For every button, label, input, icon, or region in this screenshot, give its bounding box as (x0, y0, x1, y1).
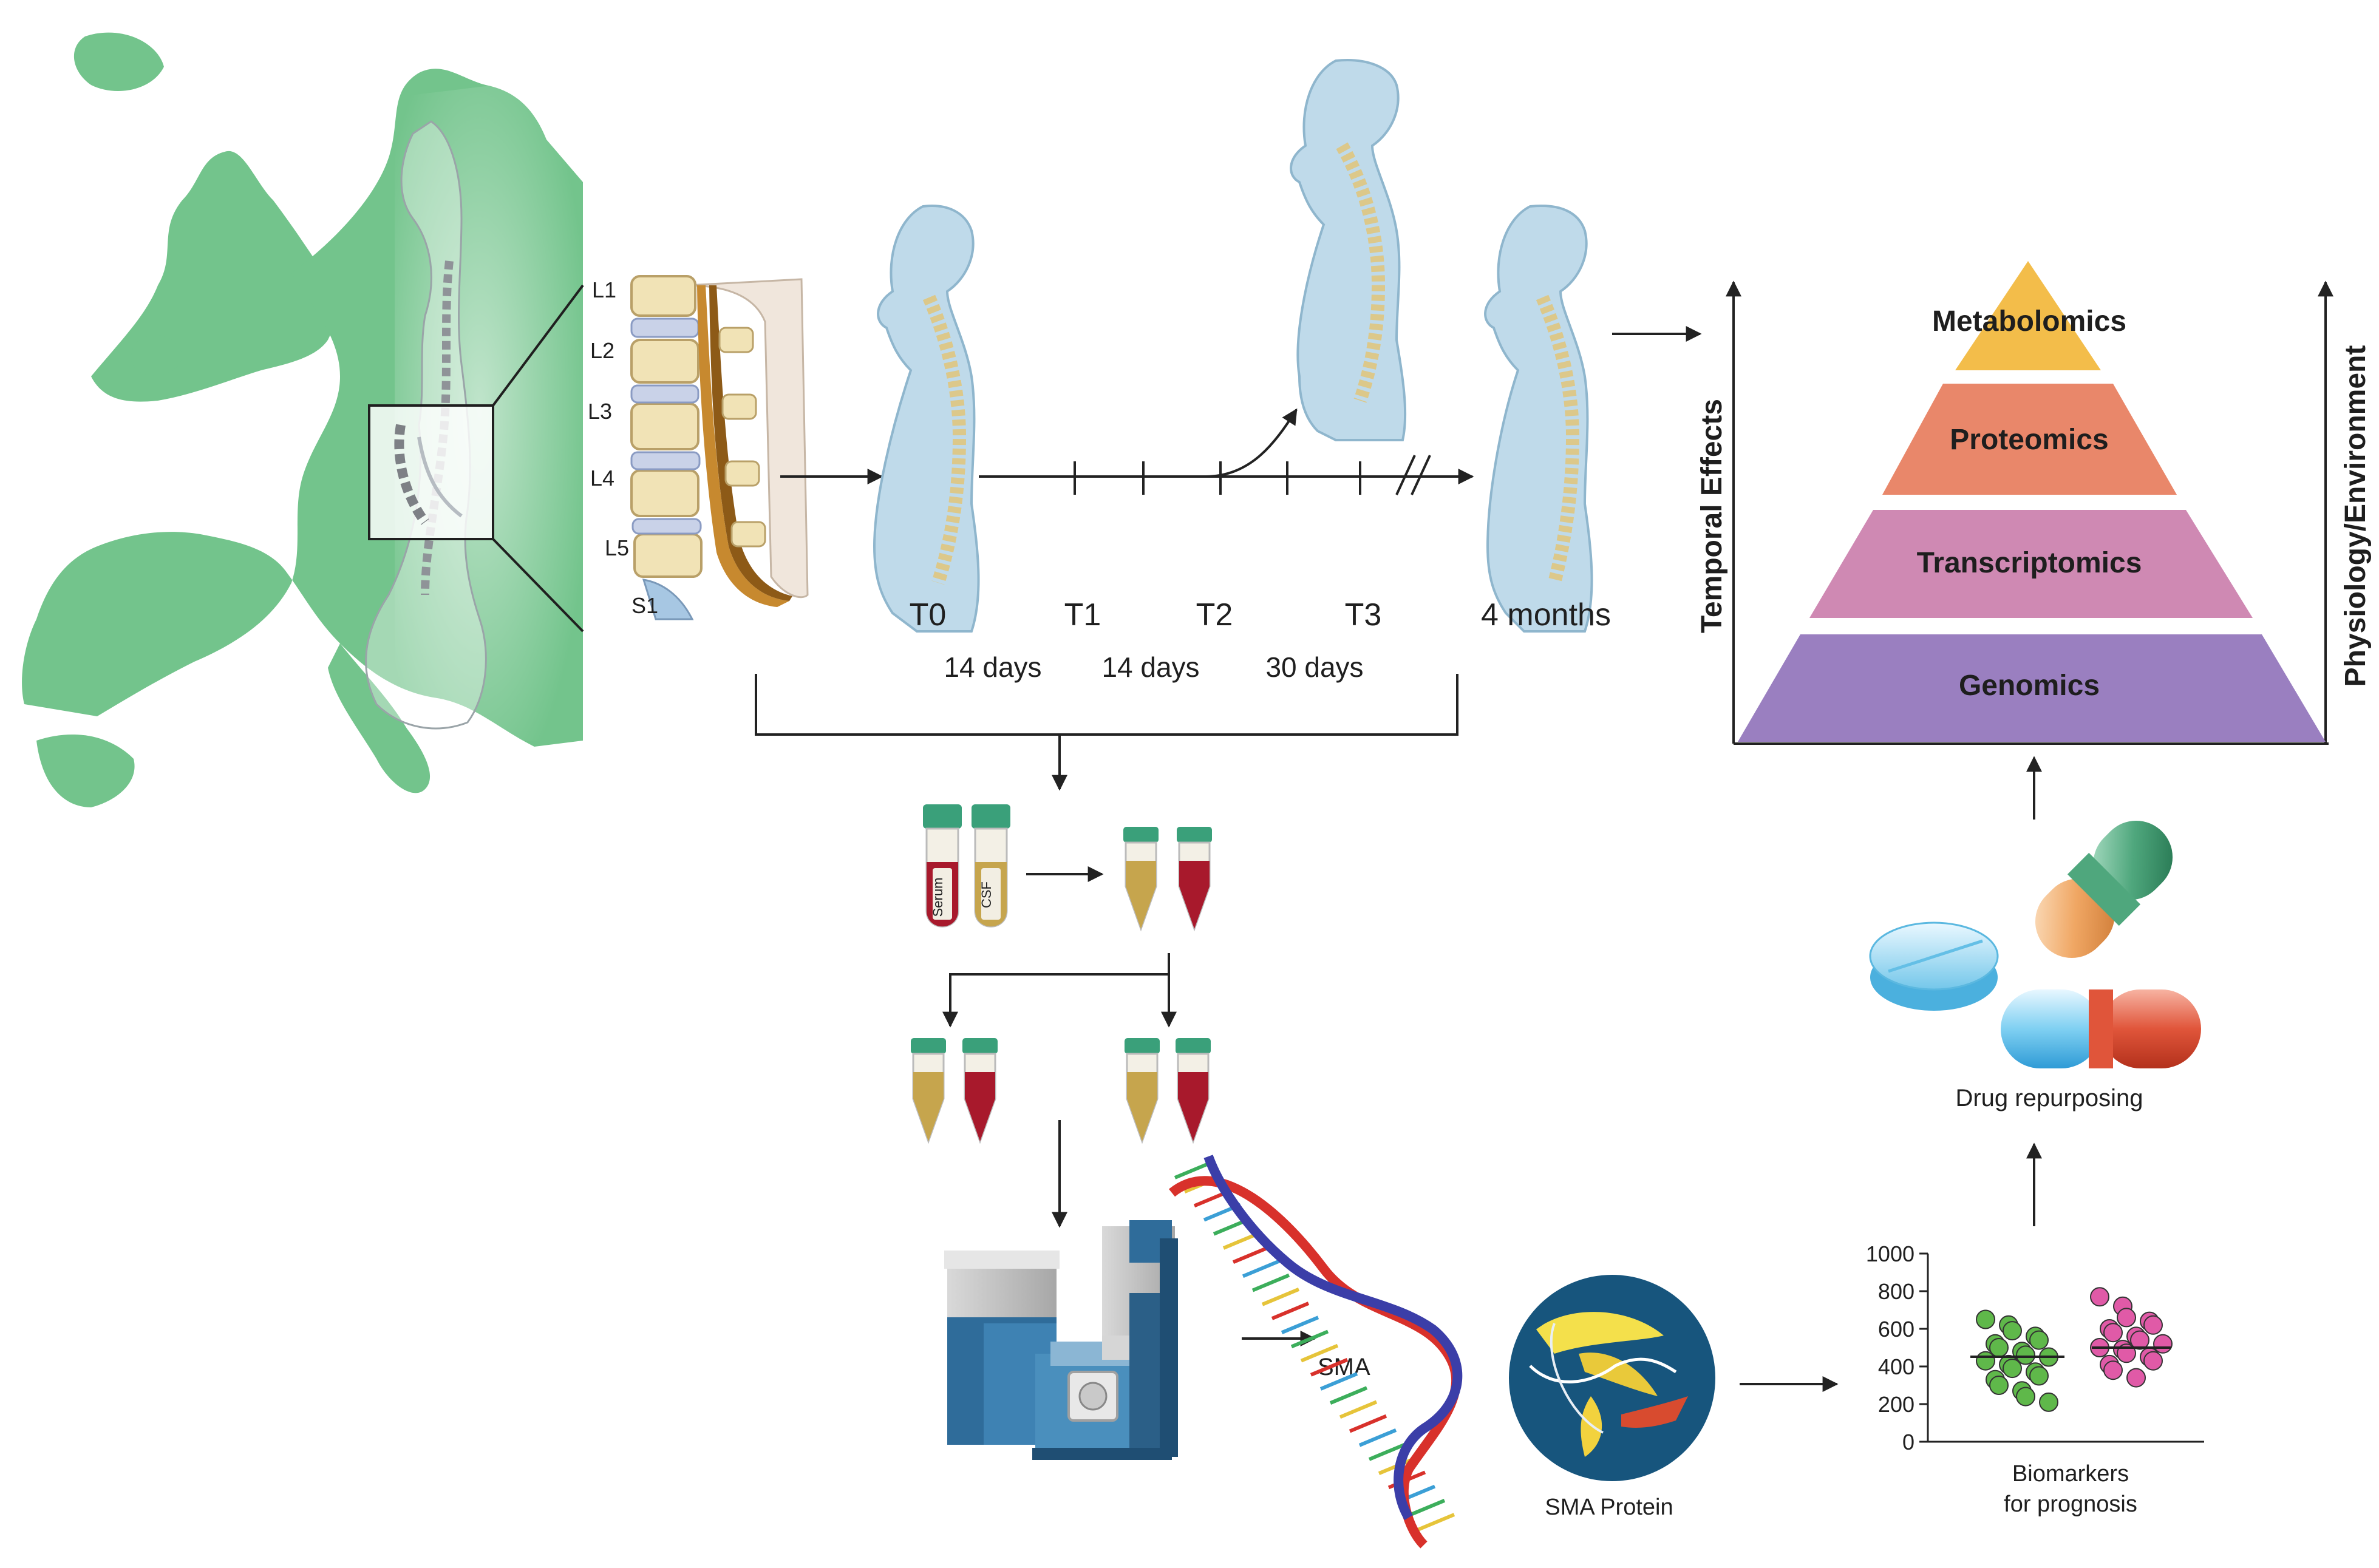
data-point (2103, 1360, 2123, 1380)
data-point (2016, 1345, 2035, 1365)
aliquot-tubes-1 (1123, 827, 1212, 932)
y-tick-label: 0 (1902, 1430, 1914, 1454)
pyramid-level-genomics (1738, 634, 2326, 742)
dna-helix (1168, 1155, 1463, 1549)
timepoint-t3: T3 (1345, 597, 1382, 633)
vertebra-label-l4: L4 (590, 466, 614, 490)
data-point (2143, 1351, 2163, 1371)
vertebra-labels: L1 L2 L3 L4 L5 S1 (588, 277, 658, 618)
csf-tube-label: CSF (979, 881, 994, 908)
vertebra-label-s1: S1 (631, 593, 658, 618)
data-point (1976, 1309, 1995, 1329)
split-arrow-left (942, 953, 1170, 1028)
dna-base-pair (1349, 1414, 1387, 1433)
data-point (2003, 1321, 2022, 1341)
pyramid-level-proteomics (1882, 384, 2177, 495)
dna-base-pair (1417, 1513, 1455, 1532)
vertebra-label-l1: L1 (592, 277, 616, 302)
zoom-line-bottom (492, 538, 584, 633)
dna-base-pair (1310, 1358, 1349, 1377)
dna-base-pair (1319, 1372, 1358, 1391)
pyramid-label-transcriptomics: Transcriptomics (1917, 547, 2142, 579)
y-tick-label: 1000 (1866, 1241, 1914, 1266)
pyramid-level-transcriptomics (1809, 510, 2253, 618)
sma-protein-label: SMA Protein (1545, 1495, 1673, 1520)
dna-base-pair (1271, 1302, 1310, 1320)
interval-label-2: 14 days (1101, 651, 1199, 683)
dna-base-pair (1368, 1442, 1407, 1461)
data-point (1989, 1338, 2009, 1357)
timeline (979, 408, 1474, 495)
vertebra-label-l5: L5 (605, 535, 629, 560)
data-point (2117, 1308, 2136, 1328)
drug-repurposing-label: Drug repurposing (1955, 1085, 2143, 1112)
pyramid-label-proteomics: Proteomics (1950, 424, 2108, 456)
sequencer-machine (944, 1220, 1178, 1460)
y-tick-label: 400 (1878, 1354, 1914, 1379)
pyramid-label-metabolomics: Metabolomics (1932, 305, 2126, 338)
dna-base-pair (1242, 1259, 1281, 1278)
data-point (2090, 1287, 2109, 1307)
timepoint-t0: T0 (910, 597, 947, 633)
drug-pills-illustration (1869, 820, 2201, 1068)
data-point (2143, 1315, 2163, 1335)
data-point (1976, 1351, 1995, 1371)
patient-figure-4-months (1484, 205, 1593, 633)
pyramid-level-metabolomics (1955, 261, 2101, 370)
aliquot-tubes-2 (911, 1038, 998, 1144)
dna-base-pair (1261, 1288, 1300, 1306)
timepoint-4-months: 4 months (1481, 597, 1611, 633)
timepoint-t2: T2 (1196, 597, 1233, 633)
y-tick-label: 800 (1878, 1279, 1914, 1304)
pyramid-label-genomics: Genomics (1959, 670, 2100, 702)
data-point (2126, 1368, 2146, 1388)
interval-label-3: 30 days (1265, 651, 1363, 683)
zoom-line-top (492, 284, 584, 407)
biomarkers-label-line1: Biomarkers (2012, 1461, 2129, 1487)
patient-figure-t0 (873, 205, 980, 633)
csf-tube: CSF (972, 804, 1010, 928)
dna-base-pair (1251, 1273, 1290, 1292)
timepoint-t1: T1 (1064, 597, 1101, 633)
dna-base-pair (1358, 1428, 1397, 1447)
vertebra-label-l2: L2 (590, 338, 614, 363)
dna-base-pair (1281, 1315, 1319, 1334)
dna-base-pair (1174, 1161, 1213, 1179)
sampling-bracket (755, 674, 1458, 736)
interval-label-1: 14 days (944, 651, 1041, 683)
axis-label-physiology-environment: Physiology/Environment (2340, 345, 2372, 687)
dna-base-pair (1407, 1499, 1446, 1518)
serum-tube-label: Serum (930, 878, 945, 917)
dna-base-pair (1339, 1400, 1378, 1419)
dna-base-pair (1290, 1329, 1329, 1349)
timepoint-labels: T0 T1 T2 T3 4 months 14 days 14 days 30 … (910, 597, 1611, 683)
serum-tube: Serum (923, 804, 962, 928)
biomarker-scatter-chart: 1000 800 600 400 200 0 (1866, 1241, 2204, 1454)
y-tick-label: 200 (1878, 1392, 1914, 1417)
patient-figure-t2 (1290, 59, 1407, 441)
dna-base-pair (1329, 1386, 1368, 1405)
axis-label-temporal-effects: Temporal Effects (1696, 399, 1728, 633)
y-tick-label: 600 (1878, 1317, 1914, 1342)
data-point (1989, 1376, 2009, 1395)
data-point (2130, 1330, 2149, 1350)
data-point (2016, 1386, 2035, 1407)
biomarkers-label-line2: for prognosis (2004, 1492, 2137, 1517)
omics-pyramid: Metabolomics Proteomics Transcriptomics … (1696, 261, 2372, 745)
data-point (2003, 1359, 2022, 1379)
data-point (2039, 1392, 2058, 1412)
data-point (2029, 1366, 2049, 1386)
data-point (2029, 1330, 2049, 1350)
data-point (2153, 1334, 2173, 1354)
data-point (2103, 1323, 2123, 1343)
dna-base-pair (1232, 1245, 1271, 1264)
vertebra-label-l3: L3 (588, 399, 612, 424)
europe-map (22, 32, 583, 807)
dna-base-pair (1300, 1343, 1339, 1363)
aliquot-tubes-3 (1125, 1038, 1211, 1144)
sma-protein-illustration (1509, 1275, 1715, 1481)
lumbar-spine-illustration (630, 275, 809, 620)
